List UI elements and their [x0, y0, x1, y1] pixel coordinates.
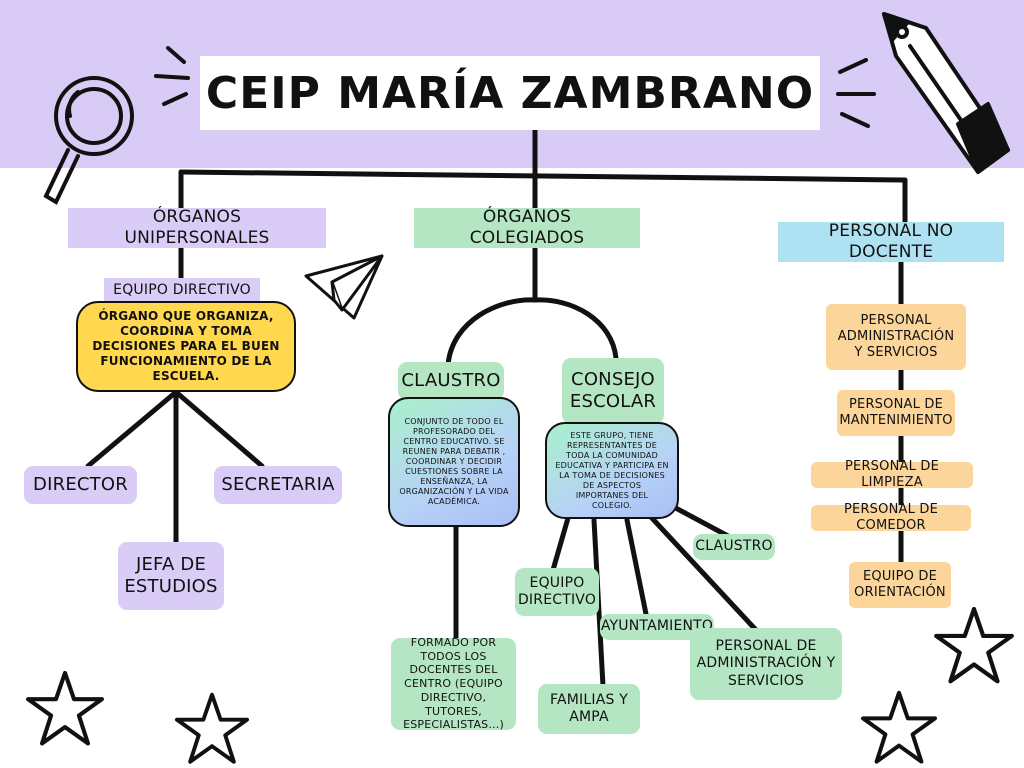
label-equipo-directivo: EQUIPO DIRECTIVO [104, 278, 260, 304]
desc-claustro: CONJUNTO DE TODO EL PROFESORADO DEL CENT… [388, 397, 520, 527]
page-title: CEIP MARÍA ZAMBRANO [200, 56, 820, 130]
node-personal-administracion: PERSONAL ADMINISTRACIÓN Y SERVICIOS [826, 304, 966, 370]
sparkle-lines-icon [154, 46, 190, 106]
desc-equipo-directivo: ÓRGANO QUE ORGANIZA, COORDINA Y TOMA DEC… [76, 301, 296, 392]
node-personal-mantenimiento: PERSONAL DE MANTENIMIENTO [837, 390, 955, 436]
pencil-icon [882, 12, 1010, 174]
node-personal-comedor: PERSONAL DE COMEDOR [811, 502, 971, 533]
connector-desc-to-director [85, 389, 179, 469]
node-formado-por-docentes: FORMADO POR TODOS LOS DOCENTES DEL CENTR… [391, 636, 516, 731]
connector-col-arch [445, 297, 619, 368]
node-jefa-de-estudios: JEFA DE ESTUDIOS [118, 542, 224, 610]
node-secretaria: SECRETARIA [214, 466, 342, 504]
heading-organos-colegiados: ÓRGANOS COLEGIADOS [414, 207, 640, 248]
paper-plane-icon [304, 254, 384, 320]
connector-consejo-to-personal [647, 513, 759, 633]
node-consejo-claustro: CLAUSTRO [693, 534, 775, 560]
magnifier-icon [43, 76, 134, 205]
node-consejo-familias-ampa: FAMILIAS Y AMPA [538, 684, 640, 734]
node-consejo-equipo-directivo: EQUIPO DIRECTIVO [515, 568, 599, 616]
sparkle-lines-icon [836, 58, 876, 128]
star-icon [174, 692, 250, 764]
connector-desc-to-secretaria [173, 389, 265, 469]
star-icon [861, 690, 937, 764]
node-claustro: CLAUSTRO [398, 362, 504, 400]
connector-consejo-to-ayuntamiento [624, 517, 649, 617]
connector-consejo-to-claustro [669, 503, 731, 539]
connector-consejo-to-equipo [550, 515, 571, 573]
star-icon [934, 606, 1014, 684]
star-icon [26, 670, 104, 746]
desc-consejo-escolar: ESTE GRUPO, TIENE REPRESENTANTES DE TODA… [545, 422, 679, 519]
heading-personal-no-docente: PERSONAL NO DOCENTE [778, 221, 1004, 262]
connector-top-bar [178, 169, 908, 183]
node-consejo-escolar: CONSEJO ESCOLAR [562, 358, 664, 424]
node-director: DIRECTOR [24, 466, 137, 504]
node-personal-limpieza: PERSONAL DE LIMPIEZA [811, 459, 973, 490]
node-equipo-orientacion: EQUIPO DE ORIENTACIÓN [849, 562, 951, 608]
node-consejo-personal-administracion: PERSONAL DE ADMINISTRACIÓN Y SERVICIOS [690, 628, 842, 700]
heading-organos-unipersonales: ÓRGANOS UNIPERSONALES [68, 207, 326, 248]
